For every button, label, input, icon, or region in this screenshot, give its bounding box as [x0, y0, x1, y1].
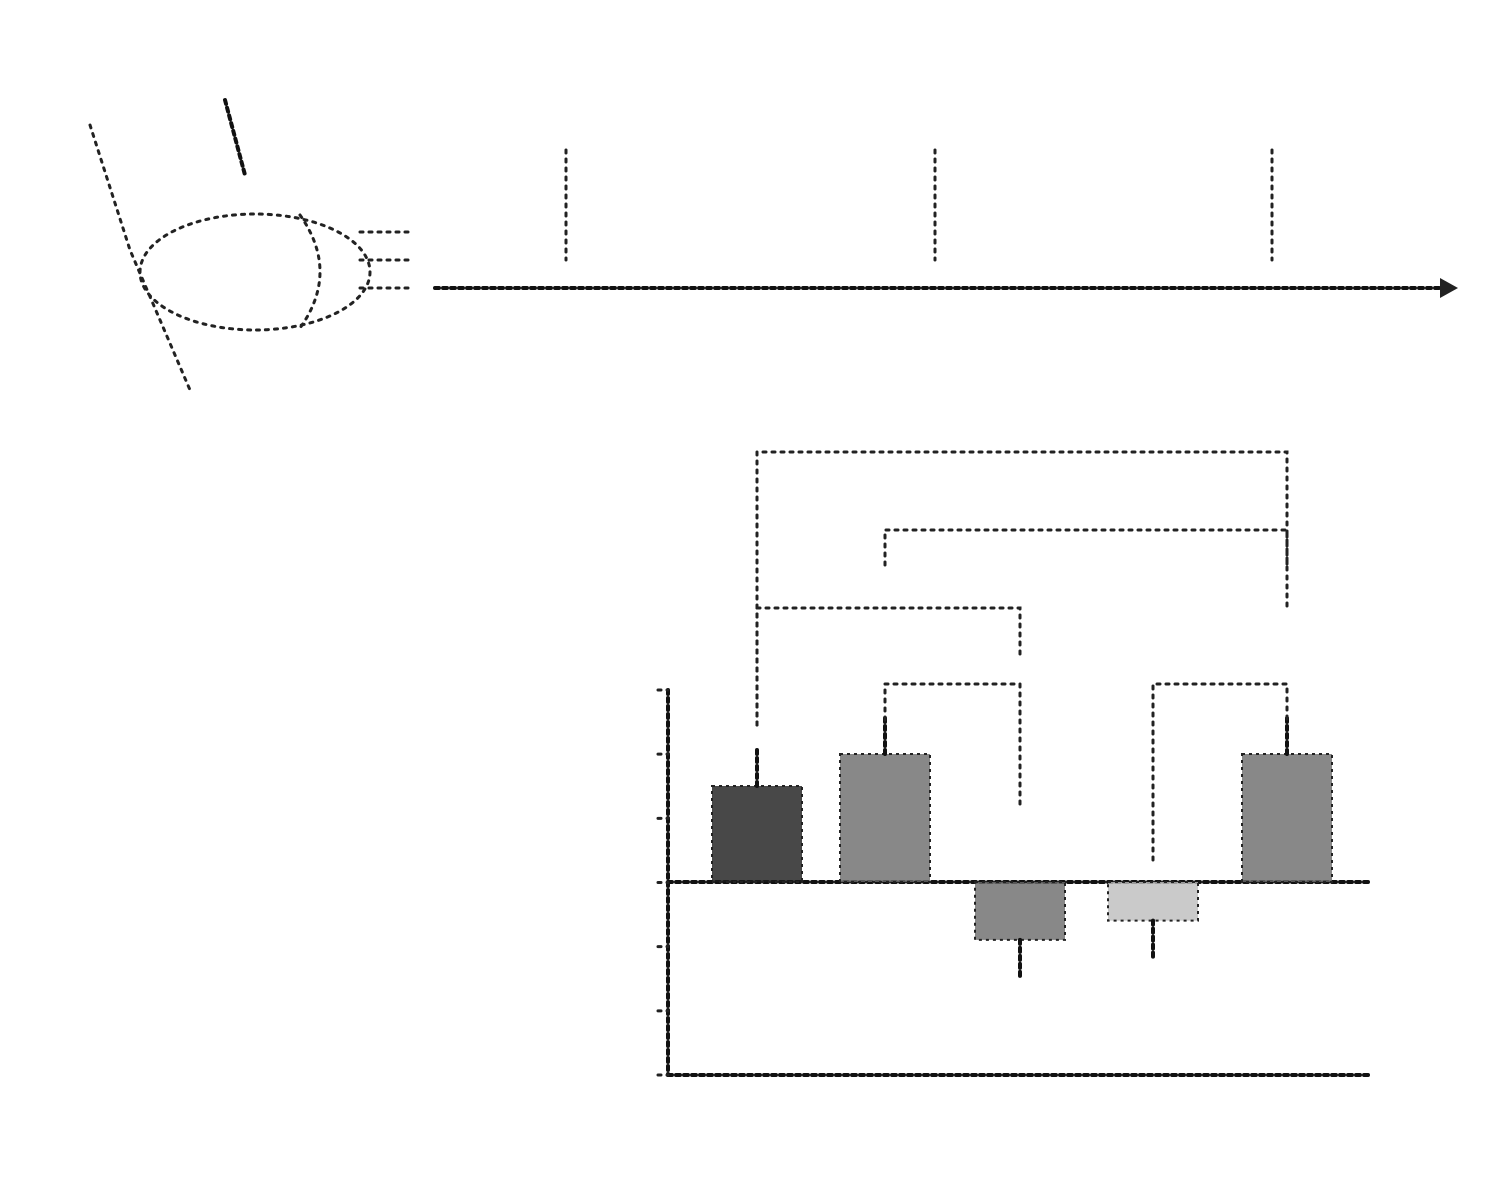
significance-bracket	[757, 452, 1287, 725]
bar	[1108, 882, 1198, 921]
significance-bracket	[885, 530, 1287, 565]
bar	[712, 786, 802, 882]
bar	[975, 882, 1065, 940]
bar	[1242, 754, 1332, 882]
significance-bracket	[757, 608, 1020, 725]
bar	[840, 754, 930, 882]
